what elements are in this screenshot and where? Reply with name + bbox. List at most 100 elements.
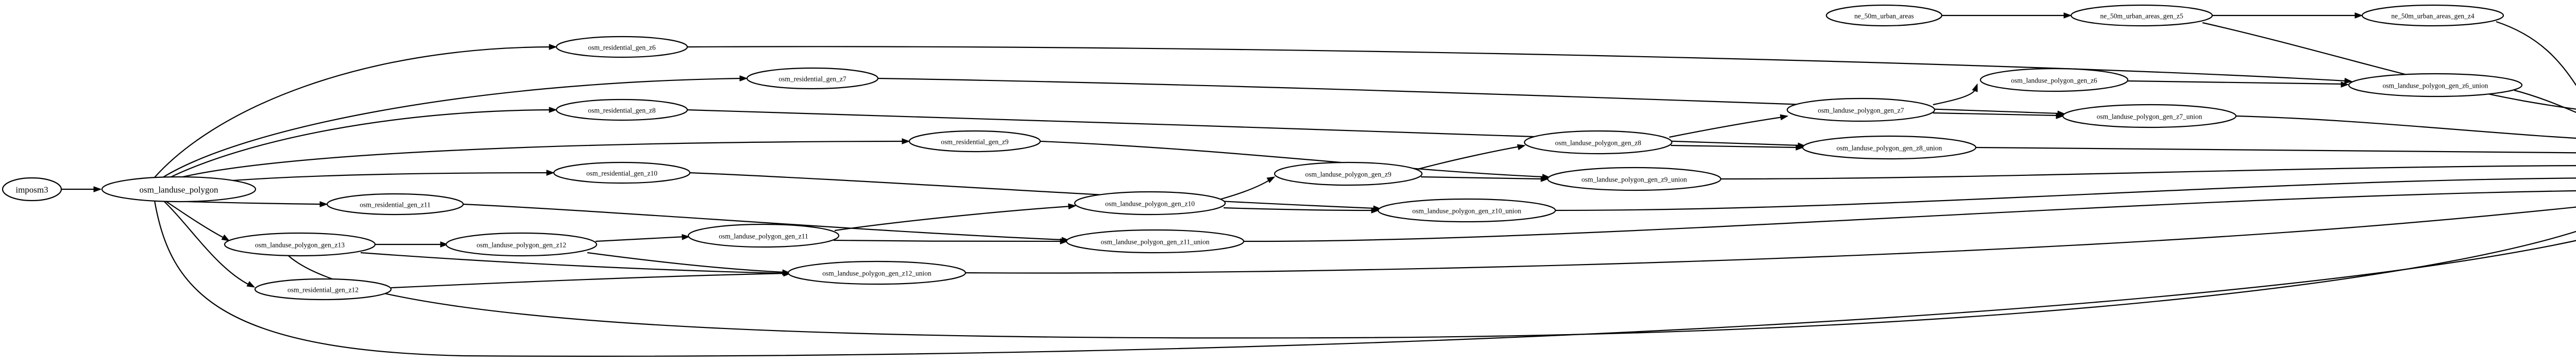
edge-lpz10-to-lpz9	[1221, 176, 1276, 200]
edge-lpz7-to-lpz6	[1933, 83, 1978, 106]
edge-ne-genz4-to-layer-z4	[2496, 21, 2576, 86]
graph-node-osm_residential_gen_z9[interactable]: osm_residential_gen_z9	[908, 130, 1041, 153]
graph-node-osm_residential_gen_z8[interactable]: osm_residential_gen_z8	[555, 98, 688, 121]
edge-path	[162, 77, 742, 178]
edge-path	[463, 203, 1064, 241]
node-shape-ellipse	[2070, 4, 2213, 27]
node-label: osm_landuse_polygon_gen_z6_union	[2383, 82, 2488, 90]
edge-res-z6-to-z6union	[687, 46, 2353, 84]
graph-node-osm_landuse_polygon_gen_z8_union[interactable]: osm_landuse_polygon_gen_z8_union	[1802, 135, 1977, 160]
arrow-head-icon	[440, 241, 449, 248]
edges-layer	[61, 12, 2576, 357]
edge-path	[180, 140, 905, 178]
arrow-head-icon	[93, 186, 102, 192]
graph-node-osm_landuse_polygon_gen_z13[interactable]: osm_landuse_polygon_gen_z13	[224, 232, 376, 257]
edge-lpz6-to-z6union	[2127, 80, 2349, 88]
graph-node-osm_landuse_polygon_gen_z8[interactable]: osm_landuse_polygon_gen_z8	[1523, 130, 1673, 155]
graph-node-ne_50m_urban_areas_gen_z4[interactable]: ne_50m_urban_areas_gen_z4	[2361, 4, 2504, 27]
edge-path	[595, 236, 685, 242]
edge-landuse-to-res-z7	[162, 75, 748, 178]
node-shape-ellipse	[555, 36, 688, 58]
graph-node-osm_landuse_polygon_gen_z10[interactable]: osm_landuse_polygon_gen_z10	[1074, 191, 1226, 216]
node-shape-ellipse	[2348, 73, 2523, 97]
arrow-head-icon	[2341, 81, 2349, 88]
node-shape-ellipse	[553, 161, 691, 184]
edge-path	[288, 231, 2576, 339]
edge-path	[587, 252, 785, 273]
node-label: osm_residential_gen_z12	[287, 286, 359, 294]
node-label: osm_residential_gen_z8	[588, 107, 655, 114]
graph-node-osm_landuse_polygon_gen_z10_union[interactable]: osm_landuse_polygon_gen_z10_union	[1377, 198, 1556, 223]
node-label: osm_landuse_polygon_gen_z11_union	[1101, 238, 1210, 246]
edge-path	[1417, 145, 1520, 170]
node-shape-ellipse	[2062, 104, 2237, 128]
graph-node-osm_landuse_polygon_gen_z12[interactable]: osm_landuse_polygon_gen_z12	[445, 232, 598, 257]
node-label: ne_50m_urban_areas_gen_z5	[2100, 12, 2183, 20]
graph-node-osm_landuse_polygon_gen_z7_union[interactable]: osm_landuse_polygon_gen_z7_union	[2062, 104, 2237, 128]
edge-lpz11-to-lpz10	[834, 203, 1077, 232]
edge-lpz8-to-lpz7	[1669, 114, 1789, 138]
node-shape-ellipse	[1979, 68, 2129, 92]
node-label: osm_landuse_polygon_gen_z9	[1305, 171, 1391, 178]
edge-path	[1933, 112, 2059, 117]
edge-z6union-to-layer-z6	[2514, 89, 2576, 113]
graph-node-osm_landuse_polygon[interactable]: osm_landuse_polygon	[101, 176, 257, 203]
edge-path	[689, 172, 1376, 209]
node-label: osm_landuse_polygon_gen_z7_union	[2097, 113, 2202, 121]
graph-node-osm_landuse_polygon_gen_z12_union[interactable]: osm_landuse_polygon_gen_z12_union	[787, 260, 967, 285]
arrow-head-icon	[1068, 203, 1077, 210]
node-shape-ellipse	[787, 260, 967, 285]
edge-lpz13-to-layer-z13	[288, 231, 2576, 339]
edge-landuse-to-lp-z13	[164, 200, 230, 241]
node-shape-ellipse	[2, 177, 62, 202]
graph-node-osm_residential_gen_z7[interactable]: osm_residential_gen_z7	[746, 67, 879, 90]
graph-node-imposm3[interactable]: imposm3	[2, 177, 62, 202]
graph-node-osm_residential_gen_z12[interactable]: osm_residential_gen_z12	[254, 278, 392, 301]
edge-path	[391, 272, 786, 289]
arrow-head-icon	[782, 269, 791, 276]
graph-node-osm_landuse_polygon_gen_z11_union[interactable]: osm_landuse_polygon_gen_z11_union	[1065, 229, 1245, 254]
arrow-head-icon	[1780, 114, 1789, 121]
graph-node-osm_residential_gen_z11[interactable]: osm_residential_gen_z11	[326, 193, 464, 216]
edge-lpz10-to-z10union	[1223, 207, 1380, 213]
nodes-layer: imposm3 osm_landuse_polygon osm_residentia…	[2, 4, 2523, 301]
edge-lpz12-to-z12union	[587, 252, 791, 276]
edge-path	[1555, 177, 2576, 211]
graph-node-osm_landuse_polygon_gen_z7[interactable]: osm_landuse_polygon_gen_z7	[1786, 97, 1936, 122]
edge-z7union-to-layer-z7	[2235, 115, 2576, 139]
node-shape-ellipse	[1274, 161, 1423, 186]
edge-path	[164, 200, 225, 239]
edge-lpz7-to-z7union	[1933, 112, 2064, 119]
node-shape-ellipse	[555, 98, 688, 121]
node-label: ne_50m_urban_areas	[1854, 12, 1913, 20]
node-label: osm_landuse_polygon_gen_z8	[1555, 139, 1641, 147]
edge-landuse-to-res-z9	[180, 138, 910, 178]
graph-node-ne_50m_urban_areas[interactable]: ne_50m_urban_areas	[1825, 4, 1943, 27]
node-label: osm_landuse_polygon_gen_z8_union	[1837, 144, 1942, 152]
edge-res-z12-to-z12union	[391, 270, 792, 289]
node-label: osm_landuse_polygon_gen_z13	[255, 241, 345, 249]
arrow-head-icon	[1972, 83, 1978, 92]
graph-node-osm_landuse_polygon_gen_z9_union[interactable]: osm_landuse_polygon_gen_z9_union	[1547, 167, 1722, 191]
graph-node-osm_residential_gen_z10[interactable]: osm_residential_gen_z10	[553, 161, 691, 184]
arrow-head-icon	[1517, 144, 1526, 151]
graph-node-osm_landuse_polygon_gen_z6[interactable]: osm_landuse_polygon_gen_z6	[1979, 68, 2129, 92]
graph-node-osm_landuse_polygon_gen_z9[interactable]: osm_landuse_polygon_gen_z9	[1274, 161, 1423, 186]
edge-imposm3-to-osm_landuse_polygon	[61, 186, 102, 192]
edge-path	[1243, 190, 2576, 242]
node-label: osm_residential_gen_z11	[360, 201, 430, 209]
edge-ne-genz5-to-layer-z5	[2202, 22, 2576, 110]
node-label: osm_residential_gen_z10	[586, 170, 657, 177]
arrow-head-icon	[549, 107, 557, 113]
node-shape-ellipse	[908, 130, 1041, 153]
graph-node-osm_landuse_polygon_gen_z11[interactable]: osm_landuse_polygon_gen_z11	[687, 223, 840, 248]
graph-node-osm_residential_gen_z6[interactable]: osm_residential_gen_z6	[555, 36, 688, 58]
arrow-head-icon	[319, 201, 328, 207]
graph-node-ne_50m_urban_areas_gen_z5[interactable]: ne_50m_urban_areas_gen_z5	[2070, 4, 2213, 27]
graph-node-osm_landuse_polygon_gen_z6_union[interactable]: osm_landuse_polygon_gen_z6_union	[2348, 73, 2523, 97]
node-label: osm_landuse_polygon_gen_z11	[719, 233, 808, 240]
arrow-head-icon	[2056, 113, 2064, 119]
edge-z11union-to-layer-z11	[1243, 190, 2576, 242]
node-shape-ellipse	[1377, 198, 1556, 223]
edge-path	[2235, 115, 2576, 139]
